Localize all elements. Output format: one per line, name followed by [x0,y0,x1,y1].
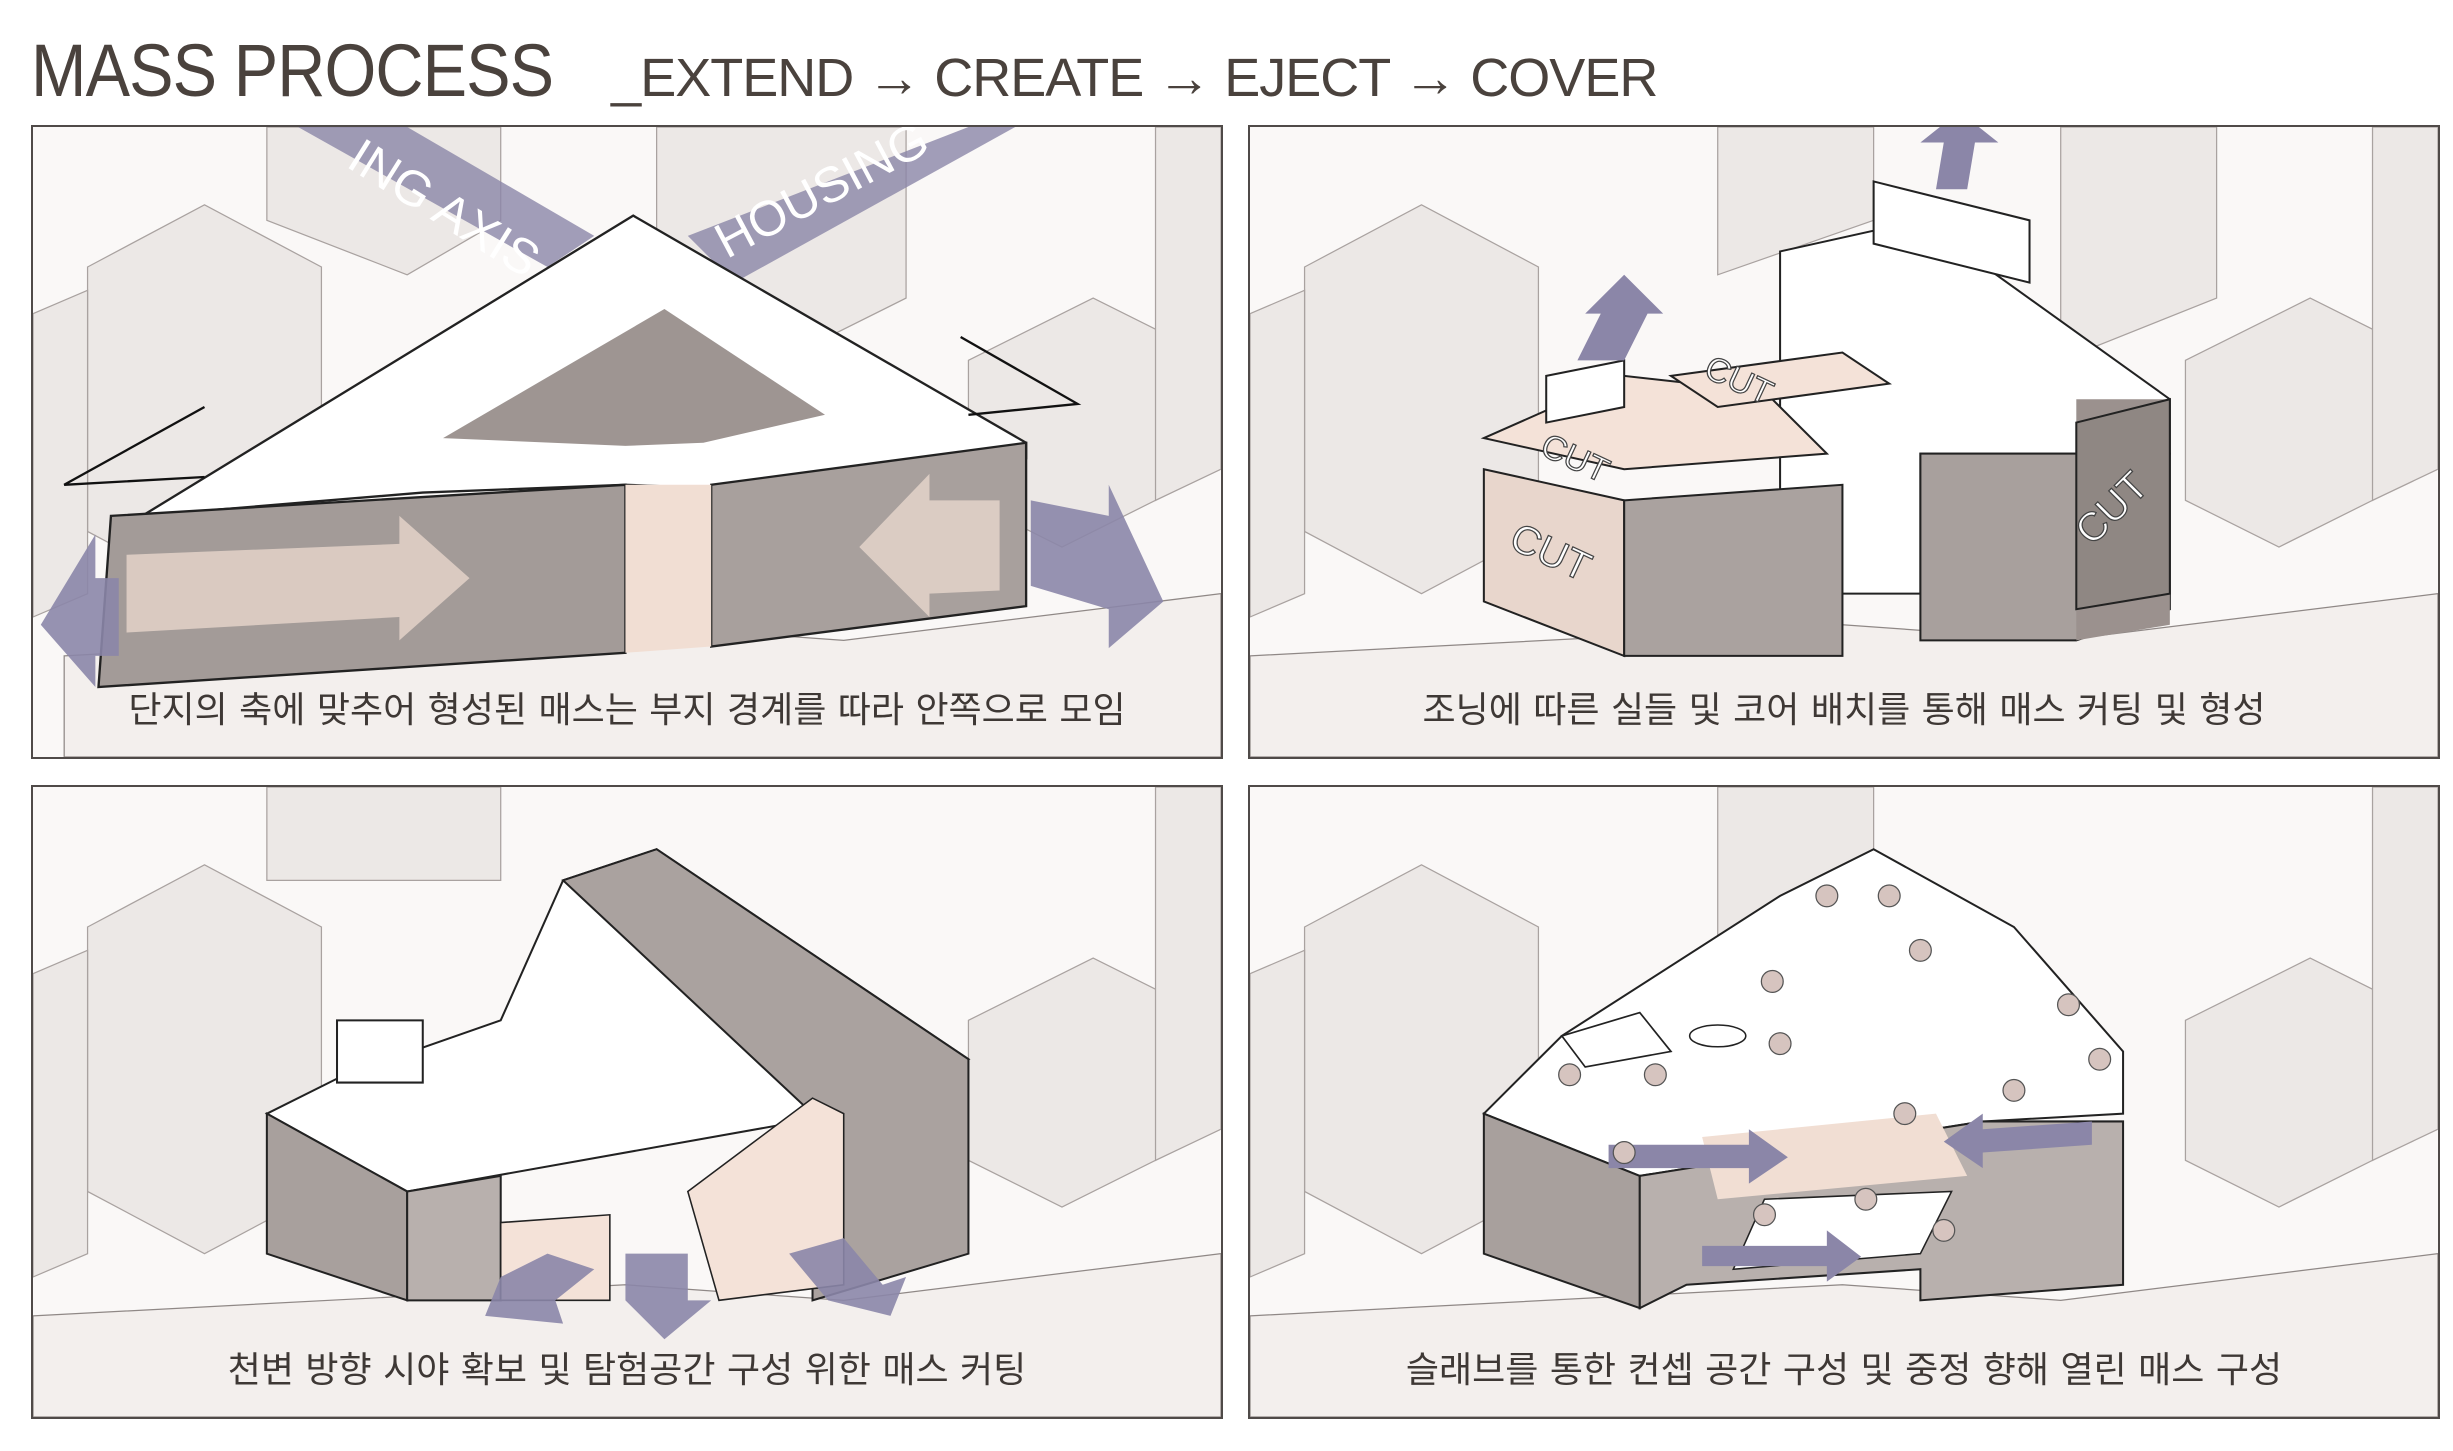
arrow-up-icon [1577,274,1664,361]
tree-icons [1558,884,2112,1242]
panel-create: CUT CUT CUT CUT 조닝에 따른 실들 및 코어 배치를 통해 매스… [1248,125,2440,759]
title-sub: _EXTEND → CREATE → EJECT → COVER [611,48,1658,108]
caption: 슬래브를 통한 컨셉 공간 구성 및 중정 향해 열린 매스 구성 [1405,1350,2283,1391]
arrow-icon [40,534,119,687]
arrow-icon [625,1253,712,1340]
panel-eject: 천변 방향 시야 확보 및 탐험공간 구성 위한 매스 커팅 [31,785,1223,1419]
arrow-icon [1030,484,1164,649]
housing-band [687,127,1016,283]
axis-band [298,127,595,267]
arrow-icon [1608,1129,1788,1184]
title-main: MASS PROCESS [31,29,554,112]
cover-diagram [1250,787,2438,1417]
panel-cover: 슬래브를 통한 컨셉 공간 구성 및 중정 향해 열린 매스 구성 [1248,785,2440,1419]
arrow-icon [1943,1113,2092,1169]
extend-diagram: ING AXIS HOUSING [33,127,1221,757]
caption: 조닝에 따른 실들 및 코어 배치를 통해 매스 커팅 및 형성 [1422,690,2266,731]
arrow-up-icon [1920,127,1999,190]
arrow-icon [1702,1230,1862,1282]
create-diagram: CUT CUT CUT CUT [1250,127,2438,757]
arrow-icon [789,1238,907,1316]
caption: 천변 방향 시야 확보 및 탐험공간 구성 위한 매스 커팅 [227,1350,1027,1391]
eject-diagram [33,787,1221,1417]
panel-extend: ING AXIS HOUSING 단지의 축에 맞추어 형성된 매스는 부지 경… [31,125,1223,759]
page-title: MASS PROCESS _EXTEND → CREATE → EJECT → C… [31,28,1658,113]
caption: 단지의 축에 맞추어 형성된 매스는 부지 경계를 따라 안쪽으로 모임 [128,690,1126,731]
